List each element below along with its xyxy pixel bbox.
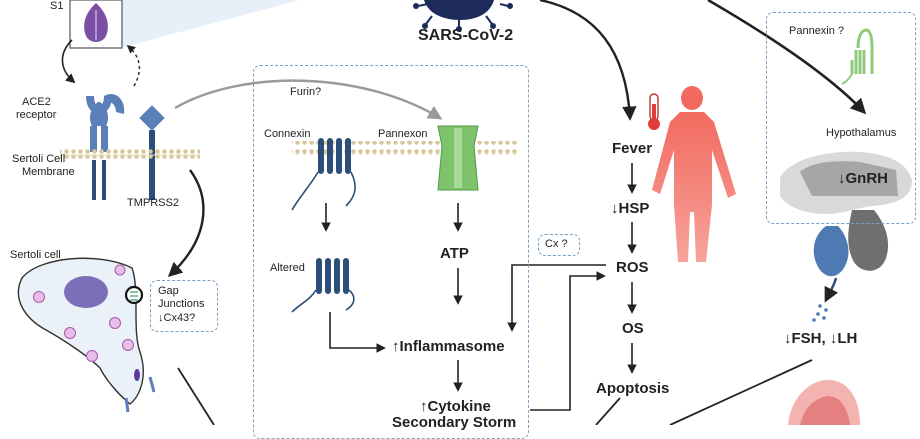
arrow-ros-inflammasome <box>507 264 606 332</box>
thermometer-icon <box>648 93 660 130</box>
furin-label: Furin? <box>290 86 322 98</box>
human-body-icon <box>652 86 736 262</box>
right-dashed-box <box>766 12 916 224</box>
ace2-label-line1: ACE2 <box>22 96 51 108</box>
center-dashed-box <box>253 65 529 439</box>
virus-title: SARS-CoV-2 <box>418 27 514 44</box>
tmprss2-label: TMPRSS2 <box>127 197 179 209</box>
gap-junction-box <box>150 280 218 332</box>
gap-label-line2: Junctions <box>158 298 205 310</box>
ace2-receptor-icon <box>86 94 125 200</box>
arrow-virus-fever <box>539 0 637 121</box>
hypothalamus-label: Hypothalamus <box>826 127 897 139</box>
ace2-label-line2: receptor <box>16 109 57 121</box>
sertoli-cell-icon <box>17 257 156 413</box>
cytokine-label-line2: Secondary Storm <box>392 414 517 431</box>
connexin-icon <box>291 138 356 211</box>
apoptosis-label: Apoptosis <box>596 380 670 397</box>
fever-label: Fever <box>612 140 653 157</box>
pannexon-channel-icon <box>437 125 479 191</box>
membrane-label-line1: Sertoli Cell <box>12 153 66 165</box>
pannexin-question-label: Pannexin ? <box>789 25 845 37</box>
pannexin-icon <box>841 28 874 85</box>
arrow-virus-hypothalamus <box>707 0 867 115</box>
pathway-diagram: S1 ACE2 receptor Sertoli Cell Membrane T… <box>10 0 916 439</box>
cytokine-label-line1: ↑Cytokine <box>420 398 491 415</box>
hsp-label: ↓HSP <box>611 200 650 217</box>
altered-connexin-icon <box>291 258 355 313</box>
gap-label-line1: Gap <box>158 285 179 297</box>
line-hormones-testis <box>669 359 813 425</box>
furin-arrow <box>174 79 443 120</box>
altered-label: Altered <box>270 262 305 274</box>
hypothalamus-pituitary-icon <box>780 151 912 322</box>
atp-label: ATP <box>440 245 469 262</box>
arrow-altered-inflammasome <box>329 312 386 353</box>
line-apoptosis-testis <box>595 397 621 425</box>
cx-question-box <box>538 234 580 256</box>
s1-binding-arrows <box>61 39 141 87</box>
inflammasome-label: ↑Inflammasome <box>392 338 505 355</box>
ros-label: ROS <box>616 259 649 276</box>
arrow-cytokine-ros <box>530 271 606 411</box>
testis-icon <box>788 380 860 425</box>
connexin-label: Connexin <box>264 128 311 140</box>
arrow-to-sertoli-cell <box>167 169 205 277</box>
cx-question-label: Cx ? <box>545 238 568 250</box>
s1-label: S1 <box>50 0 64 12</box>
sertoli-cell-membrane <box>60 148 200 162</box>
gnrh-label: ↓GnRH <box>838 170 888 187</box>
zoom-wedge <box>120 0 300 48</box>
virus-icon <box>413 0 513 32</box>
fsh-lh-label: ↓FSH, ↓LH <box>784 330 858 347</box>
os-label: OS <box>622 320 644 337</box>
sertoli-diagonal-line <box>177 367 215 425</box>
membrane-label-line2: Membrane <box>22 166 75 178</box>
pannexon-label: Pannexon <box>378 128 428 140</box>
gap-label-line3: ↓Cx43? <box>158 312 196 324</box>
s1-spike-icon <box>69 0 123 49</box>
sertoli-cell-label: Sertoli cell <box>10 249 61 261</box>
